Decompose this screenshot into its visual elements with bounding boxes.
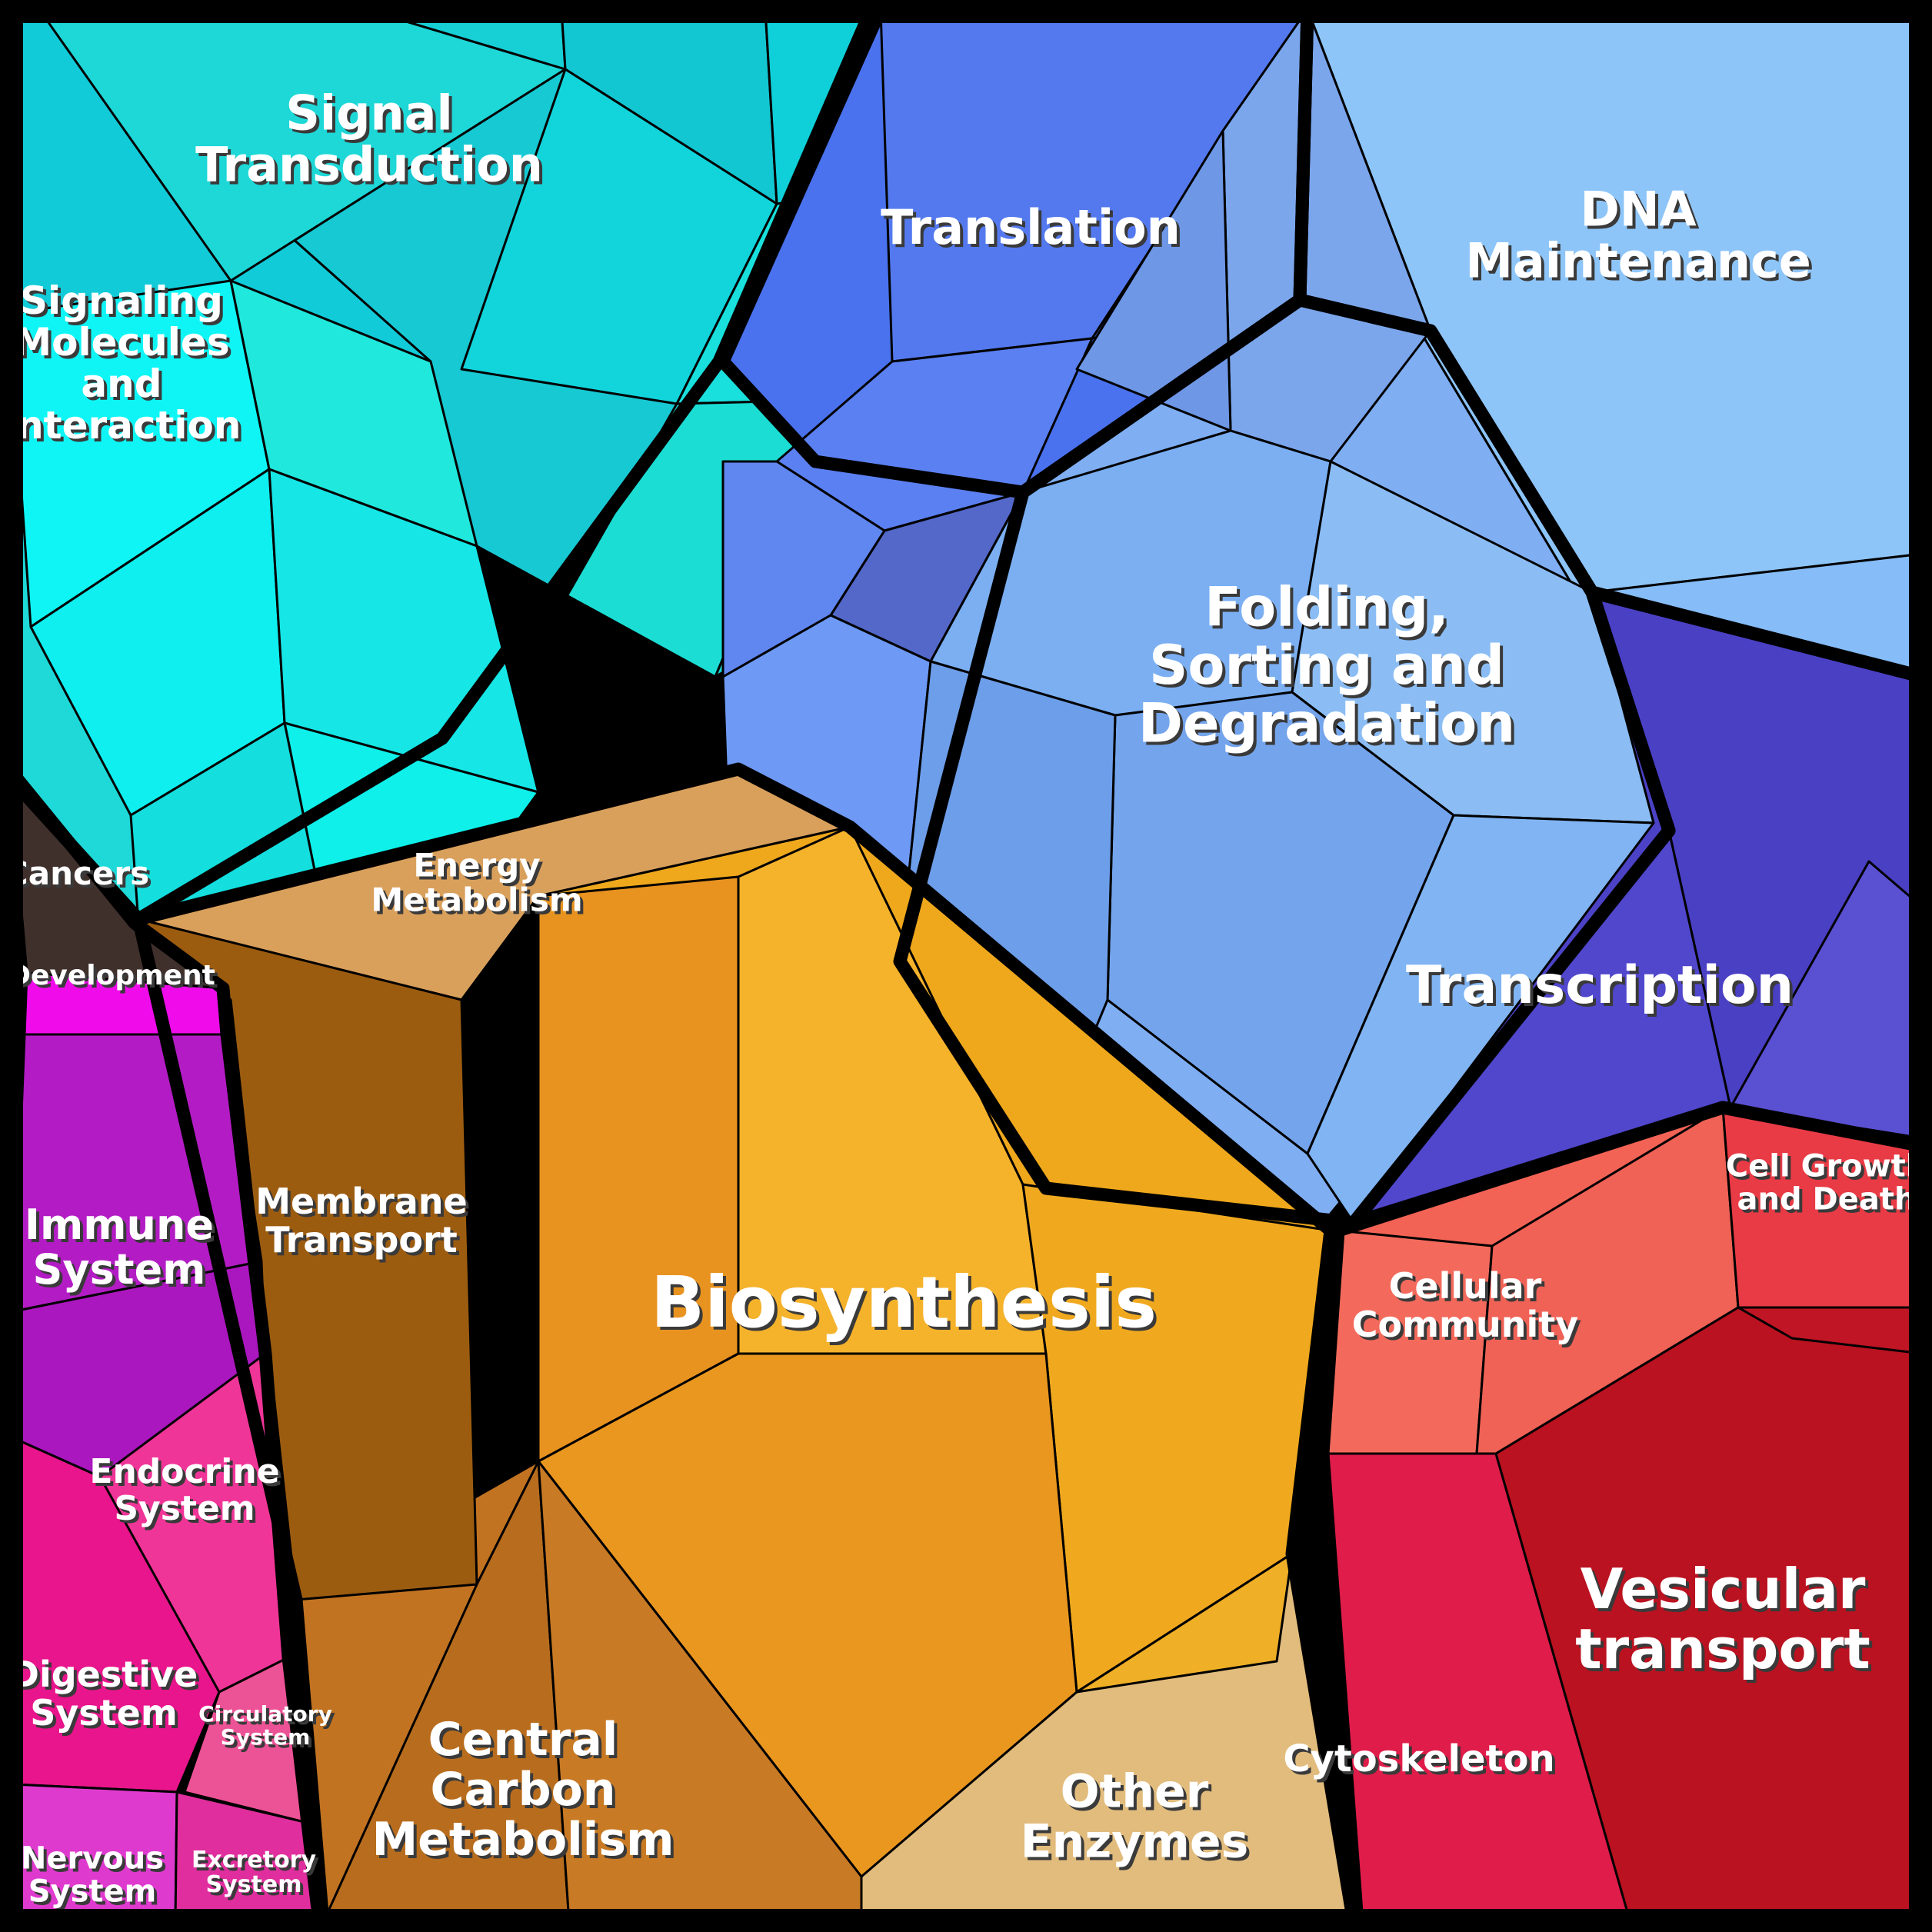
cell-label-shadow: Biosynthesis [654,1264,1160,1347]
cell-label: Cancers [5,854,149,892]
cell-label: Development [8,960,215,991]
cell-label-shadow: Transcription [1409,958,1797,1019]
cell-label: Biosynthesis [651,1261,1157,1344]
cell-label: Transcription [1406,955,1794,1016]
metabolism-outline [132,762,1361,1930]
cell-label: Cytoskeleton [1283,1737,1554,1780]
cell-label-shadow: Development [11,963,218,994]
subcell-layer [8,8,1924,1924]
treemap-subcell[interactable] [1075,1552,1294,1694]
cell-label-shadow: Cytoskeleton [1286,1740,1557,1784]
cell-label-shadow: Translation [884,202,1184,258]
cell-label-shadow: Cancers [8,858,152,895]
cell-label: Translation [881,199,1181,255]
